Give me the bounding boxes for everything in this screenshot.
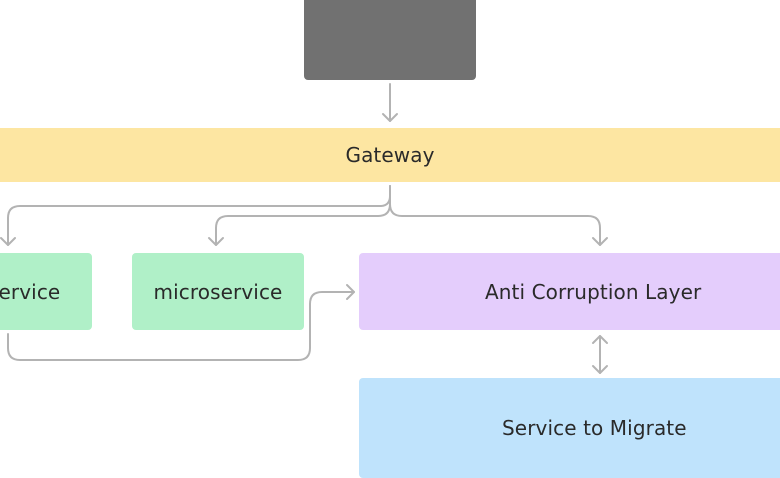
- edge-gateway-acl: [389, 185, 601, 246]
- microservice-node-left: service: [0, 253, 92, 330]
- gateway-label: Gateway: [345, 143, 435, 167]
- gateway-node: Gateway: [0, 128, 780, 182]
- anti-corruption-layer-label: Anti Corruption Layer: [485, 279, 702, 304]
- edge-gateway-microservice-left: [7, 185, 391, 246]
- edge-gateway-microservice-mid: [215, 185, 391, 246]
- microservice-left-label: service: [0, 279, 61, 304]
- arrowhead-client-gateway: [382, 113, 398, 122]
- arrowhead-gateway-microservice-mid: [208, 237, 224, 246]
- arrowhead-gateway-microservice-left: [0, 237, 16, 246]
- arrowhead-migrate-down: [592, 365, 608, 374]
- arrowhead-acl-up: [592, 335, 608, 344]
- service-to-migrate-label: Service to Migrate: [502, 416, 687, 440]
- arrowhead-microservices-acl: [346, 284, 355, 300]
- client-node: [304, 0, 476, 80]
- arrowhead-gateway-acl: [592, 237, 608, 246]
- microservice-node: microservice: [132, 253, 304, 330]
- microservice-label: microservice: [153, 279, 283, 304]
- anti-corruption-layer-node: Anti Corruption Layer: [359, 253, 780, 330]
- service-to-migrate-node: Service to Migrate: [359, 378, 780, 478]
